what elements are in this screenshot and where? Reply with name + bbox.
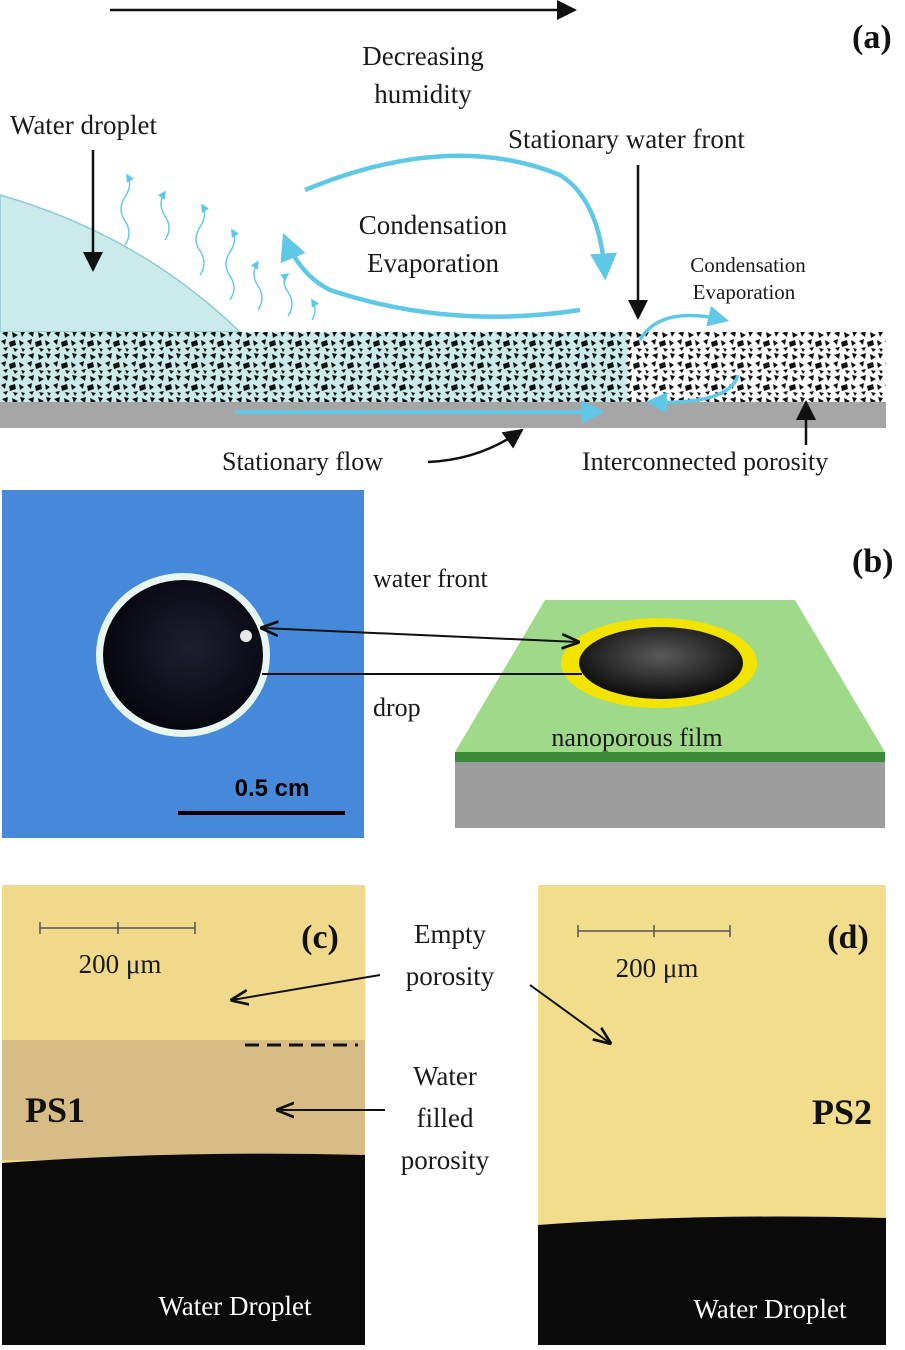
panel-b-tag: (b) [852, 543, 894, 580]
panel-c: 200 μm (c) PS1 Water Droplet [2, 885, 365, 1345]
scale-bar-label: 0.5 cm [235, 775, 310, 802]
substrate-a [0, 402, 886, 428]
empty-porosity-line2: porosity [406, 961, 495, 991]
optic-d-droplet [538, 1217, 886, 1345]
porous-film-wet [0, 332, 628, 402]
photo-drop [103, 580, 263, 730]
drop-label: drop [373, 693, 421, 722]
small-evap-label: Evaporation [693, 280, 796, 304]
water-filled-line3: porosity [401, 1145, 490, 1175]
ps1-label: PS1 [25, 1090, 85, 1130]
scale-c-label: 200 μm [79, 949, 162, 979]
panel-a-tag: (a) [852, 19, 892, 56]
porous-film-dry [628, 332, 886, 402]
stationary-flow-pointer [428, 430, 522, 462]
panel-d: 200 μm (d) PS2 Water Droplet [538, 885, 886, 1345]
decreasing-humidity-line2: humidity [374, 79, 472, 109]
photo-highlight [240, 630, 252, 642]
panel-d-tag: (d) [827, 919, 869, 956]
small-cond-label: Condensation [690, 253, 806, 277]
panel-b: 0.5 cm (b) water front drop nanoporous f… [2, 490, 894, 838]
cond-label: Condensation [359, 210, 508, 240]
evap-label: Evaporation [367, 248, 499, 278]
interconnected-porosity-label: Interconnected porosity [582, 447, 828, 476]
film-drop [579, 627, 743, 699]
film-substrate-front [455, 762, 885, 828]
panel-a: (a) Decreasing humidity Water droplet Co… [0, 10, 892, 476]
water-droplet-c-label: Water Droplet [158, 1291, 312, 1321]
water-droplet-d-label: Water Droplet [693, 1294, 847, 1324]
water-filled-line1: Water [413, 1061, 477, 1091]
empty-porosity-line1: Empty [414, 919, 486, 949]
stationary-flow-label: Stationary flow [222, 447, 383, 476]
decreasing-humidity-line1: Decreasing [362, 41, 483, 71]
film-layer-edge [455, 752, 885, 762]
water-filled-line2: filled [417, 1103, 474, 1133]
nanoporous-film-label: nanoporous film [551, 723, 722, 752]
ps2-label: PS2 [812, 1092, 872, 1132]
water-droplet-label: Water droplet [10, 110, 158, 140]
water-front-label: water front [373, 564, 489, 593]
stationary-water-front-label: Stationary water front [508, 124, 745, 154]
scale-d-label: 200 μm [616, 953, 699, 983]
panel-c-tag: (c) [301, 919, 339, 956]
